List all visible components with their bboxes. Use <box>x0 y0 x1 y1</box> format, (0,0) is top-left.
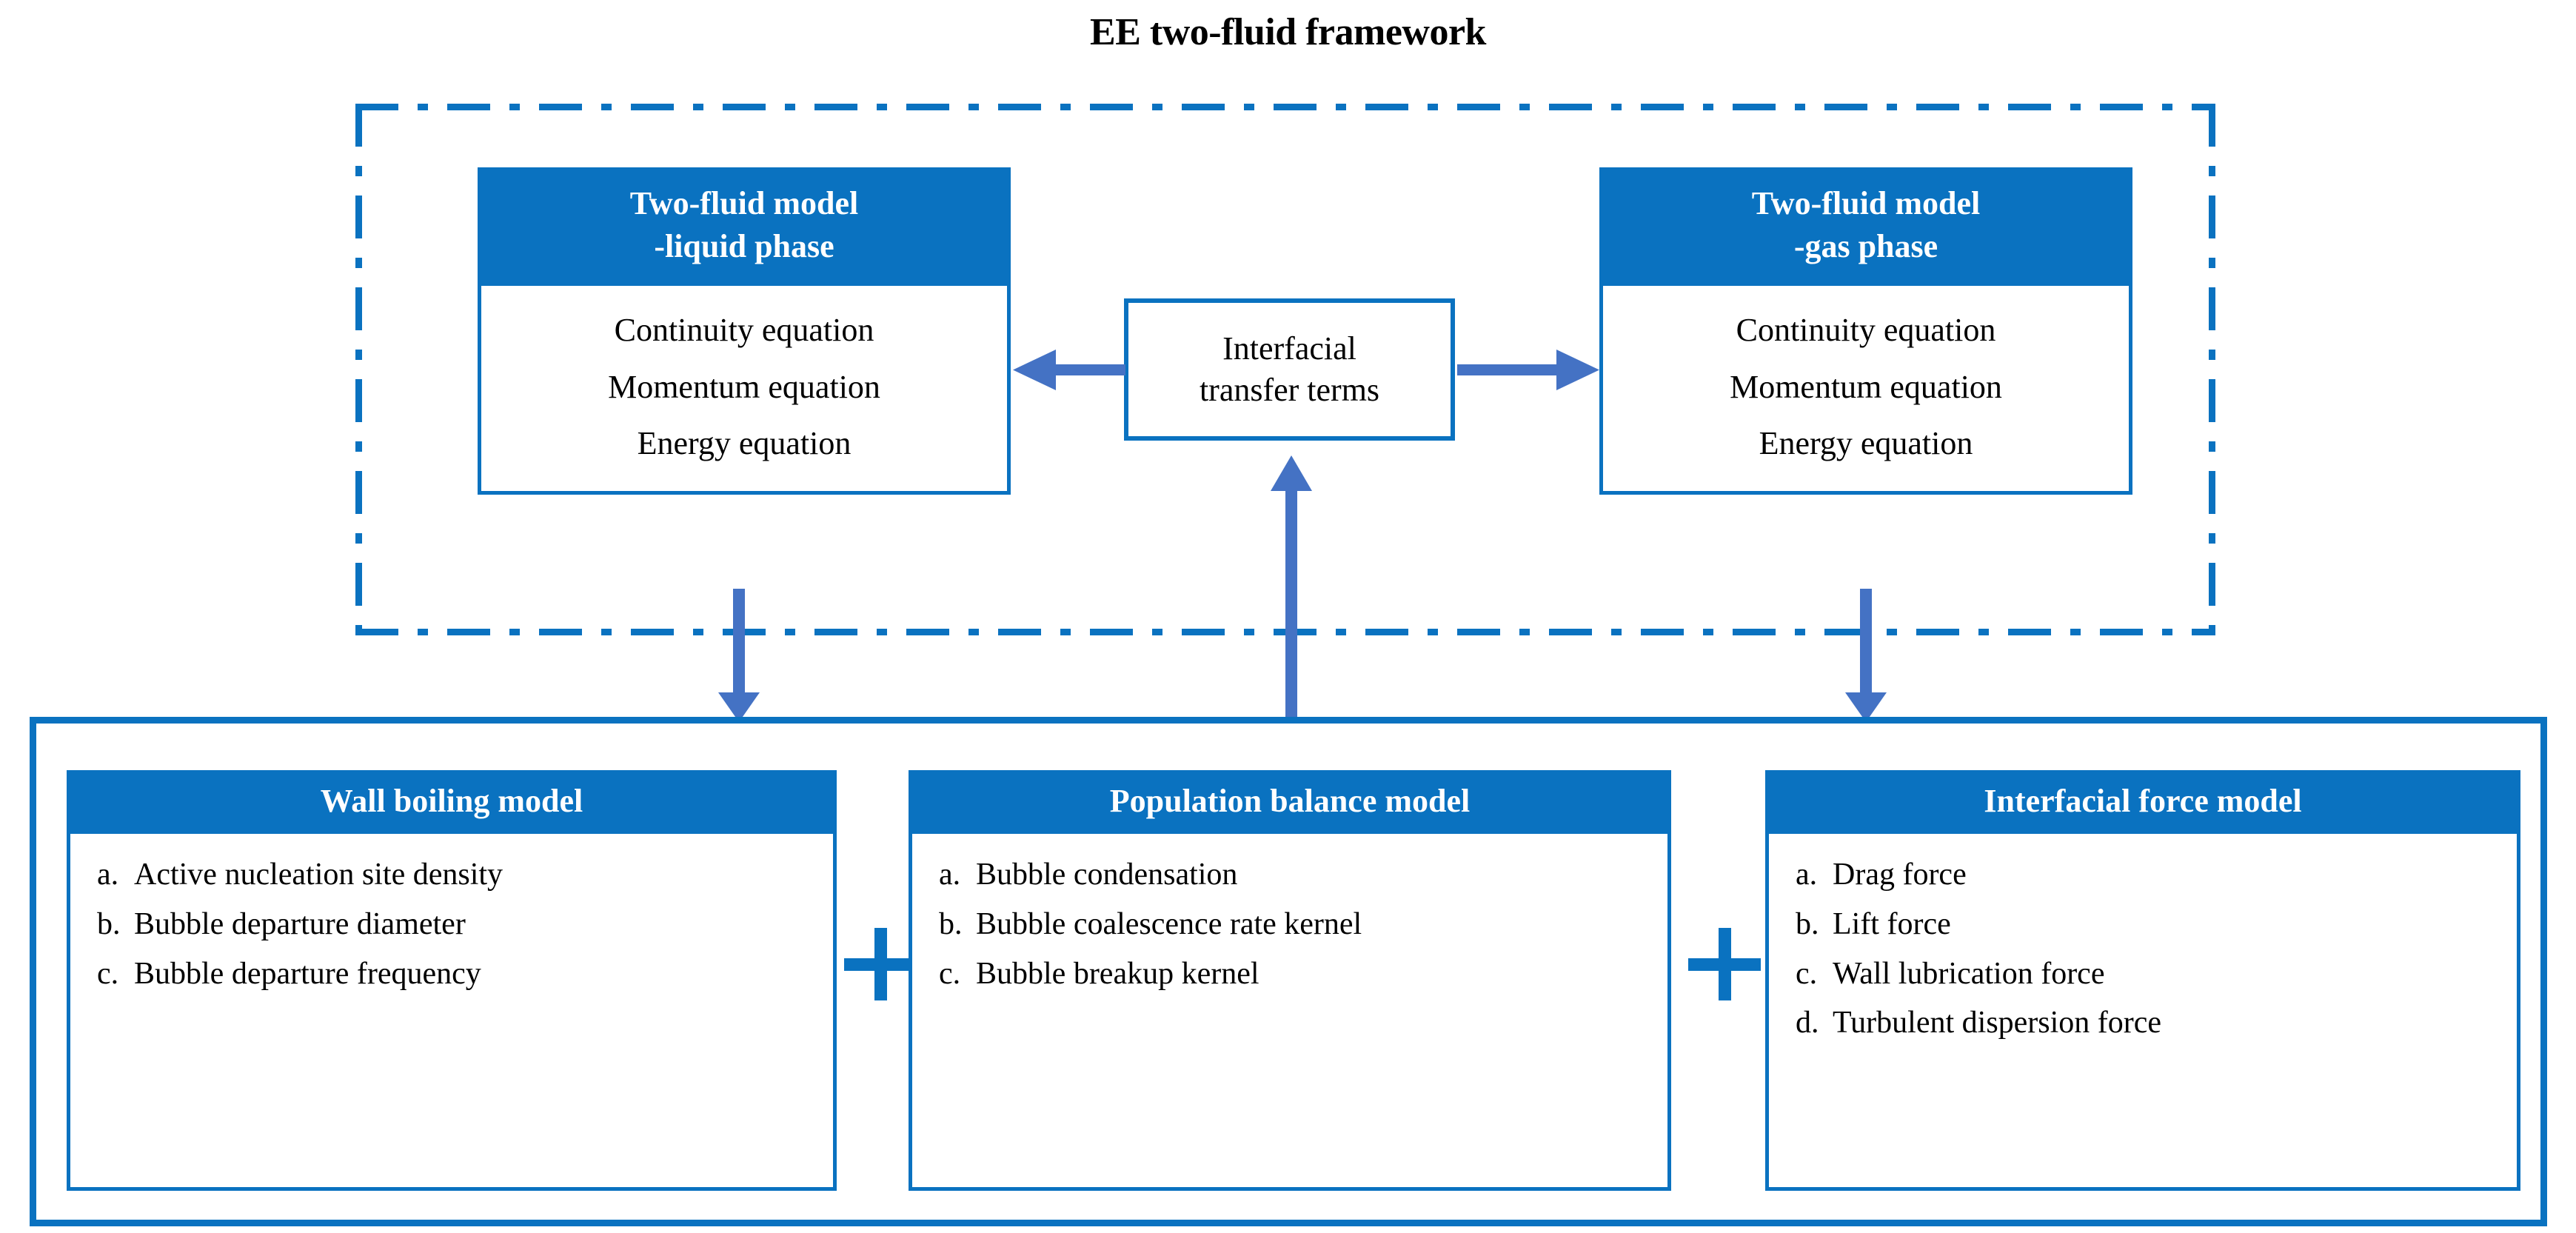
gas-box-body: Continuity equation Momentum equation En… <box>1599 286 2132 495</box>
two-fluid-gas-phase-box[interactable]: Two-fluid model -gas phase Continuity eq… <box>1599 167 2132 495</box>
interfacial-force-model-list: a. Drag force b. Lift force c. Wall lubr… <box>1769 852 2517 1049</box>
gas-equation: Momentum equation <box>1730 368 2002 405</box>
liquid-header-line-1: Two-fluid model <box>629 185 859 221</box>
list-item: c. Wall lubrication force <box>1769 951 2517 1000</box>
list-item-text: Bubble condensation <box>976 858 1238 892</box>
arrow-liquid-to-models-icon <box>712 589 766 722</box>
liquid-equation: Continuity equation <box>614 312 874 349</box>
interfacial-force-model-box[interactable]: Interfacial force model a. Drag force b.… <box>1765 770 2520 1192</box>
list-marker: c. <box>97 956 119 991</box>
wall-boiling-model-box[interactable]: Wall boiling model a. Active nucleation … <box>67 770 837 1192</box>
arrow-models-to-interfacial-icon <box>1265 455 1318 724</box>
liquid-header-line-2: -liquid phase <box>654 228 834 265</box>
arrow-interfacial-to-liquid-icon <box>1013 348 1125 392</box>
list-marker: b. <box>1796 906 1819 941</box>
population-balance-model-list: a. Bubble condensation b. Bubble coalesc… <box>912 852 1667 1000</box>
population-balance-model-title: Population balance model <box>909 770 1671 835</box>
list-item: c. Bubble breakup kernel <box>912 951 1667 1000</box>
liquid-box-body: Continuity equation Momentum equation En… <box>478 286 1011 495</box>
interfacial-line-1: Interfacial <box>1222 330 1356 367</box>
interfacial-force-model-body: a. Drag force b. Lift force c. Wall lubr… <box>1765 834 2520 1192</box>
interfacial-line-2: transfer terms <box>1199 372 1380 408</box>
list-item: b. Bubble coalescence rate kernel <box>912 901 1667 951</box>
list-item-text: Lift force <box>1833 906 1951 941</box>
interfacial-force-model-title: Interfacial force model <box>1765 770 2520 835</box>
list-item-text: Bubble departure diameter <box>134 906 466 941</box>
list-item-text: Drag force <box>1833 858 1967 892</box>
plus-operator-icon <box>844 928 917 1000</box>
gas-equation: Continuity equation <box>1736 312 1996 349</box>
list-item: d. Turbulent dispersion force <box>1769 1000 2517 1049</box>
liquid-box-header: Two-fluid model -liquid phase <box>478 167 1011 287</box>
list-item-text: Bubble departure frequency <box>134 956 481 991</box>
gas-box-header: Two-fluid model -gas phase <box>1599 167 2132 287</box>
list-item-text: Turbulent dispersion force <box>1833 1006 2162 1040</box>
population-balance-model-box[interactable]: Population balance model a. Bubble conde… <box>909 770 1671 1192</box>
list-item-text: Active nucleation site density <box>134 858 504 892</box>
list-marker: d. <box>1796 1006 1819 1040</box>
arrow-gas-to-models-icon <box>1839 589 1893 722</box>
arrow-interfacial-to-gas-icon <box>1457 348 1599 392</box>
population-balance-model-body: a. Bubble condensation b. Bubble coalesc… <box>909 834 1671 1192</box>
gas-header-line-1: Two-fluid model <box>1751 185 1981 221</box>
list-item: a. Drag force <box>1769 852 2517 901</box>
gas-header-line-2: -gas phase <box>1793 228 1938 265</box>
list-marker: a. <box>1796 858 1818 892</box>
two-fluid-liquid-phase-box[interactable]: Two-fluid model -liquid phase Continuity… <box>478 167 1011 495</box>
list-item: b. Lift force <box>1769 901 2517 951</box>
list-marker: b. <box>97 906 121 941</box>
wall-boiling-model-list: a. Active nucleation site density b. Bub… <box>70 852 833 1000</box>
wall-boiling-model-body: a. Active nucleation site density b. Bub… <box>67 834 837 1192</box>
list-marker: a. <box>939 858 961 892</box>
list-item: b. Bubble departure diameter <box>70 901 833 951</box>
list-marker: a. <box>97 858 119 892</box>
plus-operator-icon <box>1688 928 1761 1000</box>
list-item: a. Active nucleation site density <box>70 852 833 901</box>
liquid-equation: Momentum equation <box>608 368 880 405</box>
list-item-text: Wall lubrication force <box>1833 956 2105 991</box>
list-item: a. Bubble condensation <box>912 852 1667 901</box>
list-marker: b. <box>939 906 963 941</box>
interfacial-box-text: Interfacial transfer terms <box>1200 328 1379 412</box>
interfacial-transfer-terms-box[interactable]: Interfacial transfer terms <box>1124 298 1455 441</box>
list-item-text: Bubble coalescence rate kernel <box>976 906 1362 941</box>
list-item: c. Bubble departure frequency <box>70 951 833 1000</box>
list-item-text: Bubble breakup kernel <box>976 956 1259 991</box>
list-marker: c. <box>939 956 961 991</box>
list-marker: c. <box>1796 956 1818 991</box>
gas-equation: Energy equation <box>1759 424 1973 461</box>
page-title: EE two-fluid framework <box>1090 11 1486 53</box>
wall-boiling-model-title: Wall boiling model <box>67 770 837 835</box>
liquid-equation: Energy equation <box>637 424 852 461</box>
